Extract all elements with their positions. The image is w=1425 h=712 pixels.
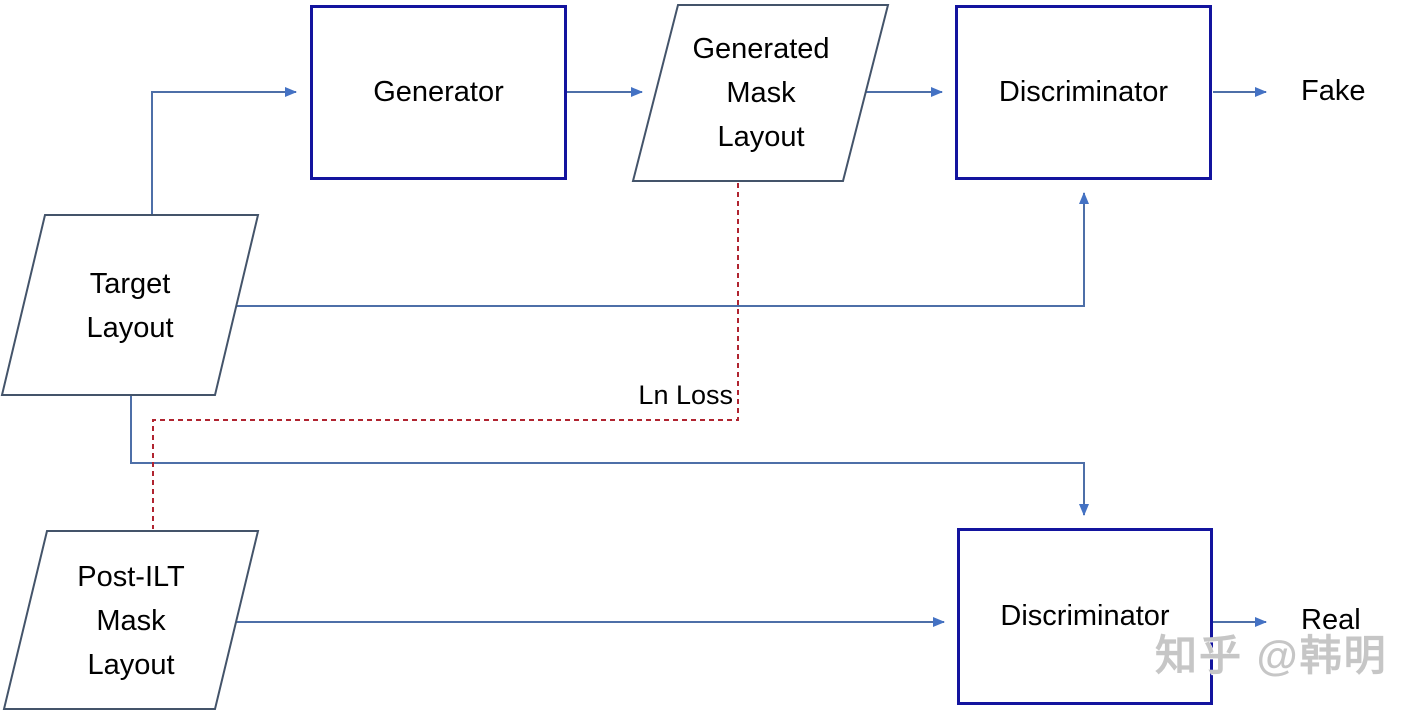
fake-label: Fake: [1301, 75, 1366, 107]
generator-label: Generator: [373, 76, 504, 108]
discriminator-top-box: Discriminator: [955, 5, 1212, 180]
discriminator-top-label: Discriminator: [998, 76, 1169, 108]
zhihu-watermark: 知乎 @韩明: [1155, 632, 1388, 679]
generated-mask-layout-label: Generated Mask Layout: [692, 33, 830, 153]
generated-mask-layout-parallelogram: [631, 4, 890, 182]
post-ilt-mask-layout-parallelogram: [2, 530, 260, 710]
discriminator-bottom-label: Discriminator: [1000, 600, 1170, 632]
target-layout-label: Target Layout: [86, 268, 174, 344]
discriminator-bottom-box: Discriminator: [957, 528, 1213, 705]
connector-target-to-discriminator-bottom: [130, 395, 1089, 516]
target-layout-parallelogram: [0, 214, 260, 396]
connector-target-to-generator: [151, 87, 297, 215]
generator-box: Generator: [310, 5, 567, 180]
ln-loss-dotted-path: [152, 183, 739, 529]
real-label: Real: [1301, 604, 1361, 636]
connector-target-to-discriminator-top: [236, 192, 1089, 307]
ln-loss-label: Ln Loss: [638, 380, 733, 410]
post-ilt-mask-layout-label: Post-ILT Mask Layout: [77, 561, 185, 681]
